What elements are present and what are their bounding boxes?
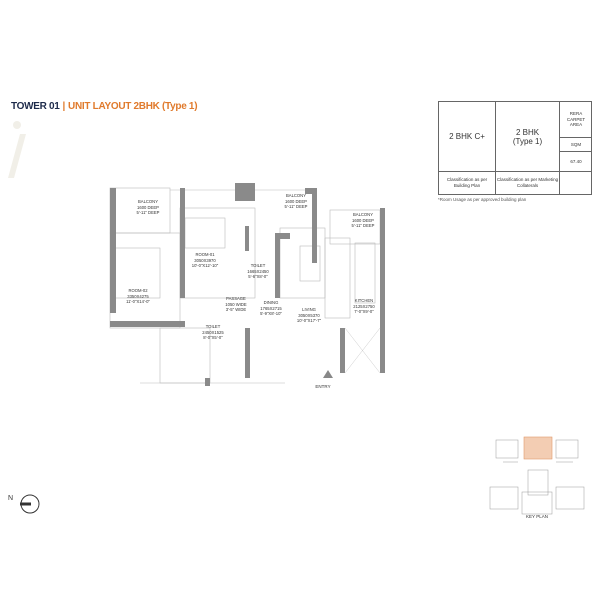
room-label-kitchen: KITCHEN 2125X2750 7'-0"X9'-0" [353,298,374,315]
marketing-classification: 2 BHK (Type 1) [496,102,560,172]
room-size-imperial: 5'-11" DEEP [284,204,308,210]
room-name: PASSAGE [226,296,246,301]
room-name: KITCHEN [354,298,374,303]
room-size-imperial: 11'-0"X14'-0" [126,299,150,305]
caption-mk-line1: Classification as per Marketing [496,177,559,183]
room-size-imperial: 5'-11" DEEP [351,223,375,229]
room-label-toilet-2: TOILET 2450X1525 8'-0"X5'-0" [202,324,223,341]
title-separator: | [62,101,66,112]
key-plan-diagram [489,436,585,515]
room-name: ROOM-02 [128,288,148,293]
empty-cell [560,172,592,194]
room-label-balcony-3: BALCONY 1600 DEEP 5'-11" DEEP [352,212,375,229]
room-label-room-02: ROOM-02 3350X4275 11'-0"X14'-0" [126,288,150,305]
room-label-dining: DINING 1765X2715 5'-9"X8'-10" [260,300,282,317]
room-size-imperial: 5'-9"X8'-10" [260,311,282,317]
room-label-living: LIVING 3050X5370 10'-0"X17'-7" [297,307,321,324]
entry-label: ENTRY [315,384,331,389]
north-label: N [8,495,14,502]
room-size: 3050X3970 [194,257,216,263]
floor-plan [109,183,385,386]
building-plan-classification: 2 BHK C+ [439,102,496,172]
marketing-class-line2: (Type 1) [512,136,543,146]
caption-bp-line2: Building Plan [453,183,481,188]
room-name: TOILET [205,324,221,329]
room-name: BALCONY [285,193,306,198]
room-size: 1600 DEEP [285,198,307,204]
room-name: DINING [263,300,279,305]
page-title: TOWER 01|UNIT LAYOUT 2BHK (Type 1) [11,101,198,112]
room-label-balcony-2: BALCONY 1600 DEEP 5'-11" DEEP [285,193,308,210]
room-size: 2125X2750 [353,303,375,309]
caption-marketing: Classification as per Marketing Collater… [496,172,560,194]
room-name: TOILET [250,263,266,268]
rera-line3: AREA [569,122,583,128]
caption-mk-line2: Collaterals [516,183,539,188]
room-size-imperial: 10'-0"X12'-10" [191,263,219,269]
marketing-class-line1: 2 BHK [515,127,540,137]
tower-label: TOWER 01 [11,101,60,112]
area-value: 67.40 [560,152,592,172]
room-size-imperial: 3'-5" WIDE [225,307,247,313]
caption-bp-line1: Classification as per [446,177,488,183]
area-unit: SQM [560,138,592,152]
room-size-imperial: 8'-0"X5'-0" [203,335,223,341]
room-size: 1665X2450 [247,268,269,274]
room-label-balcony-1: BALCONY 1600 DEEP 5'-11" DEEP [137,199,160,216]
room-size-imperial: 5'-11" DEEP [136,210,160,216]
room-usage-note: *Room Usage as per approved building pla… [438,197,527,202]
room-name: BALCONY [137,199,158,204]
room-size: 3050X5370 [298,312,320,318]
rera-line1: RERA [569,110,583,116]
room-size: 1600 DEEP [137,204,159,210]
key-plan-label: KEY PLAN [526,514,548,519]
rera-line2: CARPET [566,116,586,122]
room-size: 2450X1525 [202,329,224,335]
north-arrow-icon [20,494,40,514]
caption-building-plan: Classification as per Building Plan [439,172,496,194]
room-name: ROOM-01 [195,252,215,257]
room-size: 1765X2715 [260,305,282,311]
spec-table: 2 BHK C+ 2 BHK (Type 1) RERA CARPET AREA… [438,101,592,195]
room-size: 1600 DEEP [352,217,374,223]
room-label-room-01: ROOM-01 3050X3970 10'-0"X12'-10" [192,252,218,269]
room-label-toilet-1: TOILET 1665X2450 5'-6"X8'-0" [247,263,268,280]
room-size-imperial: 10'-0"X17'-7" [296,318,322,324]
unit-layout-label: UNIT LAYOUT 2BHK (Type 1) [68,101,198,112]
room-size: 1050 WIDE [225,301,247,307]
room-size: 3350X4275 [127,293,149,299]
room-size-imperial: 5'-6"X8'-0" [248,274,268,280]
room-name: LIVING [302,307,316,312]
room-name: BALCONY [352,212,373,217]
room-label-passage: PASSAGE 1050 WIDE 3'-5" WIDE [225,296,246,313]
room-size-imperial: 7'-0"X9'-0" [354,309,374,315]
watermark-logo-icon [8,121,26,178]
rera-carpet-area-label: RERA CARPET AREA [560,102,592,138]
